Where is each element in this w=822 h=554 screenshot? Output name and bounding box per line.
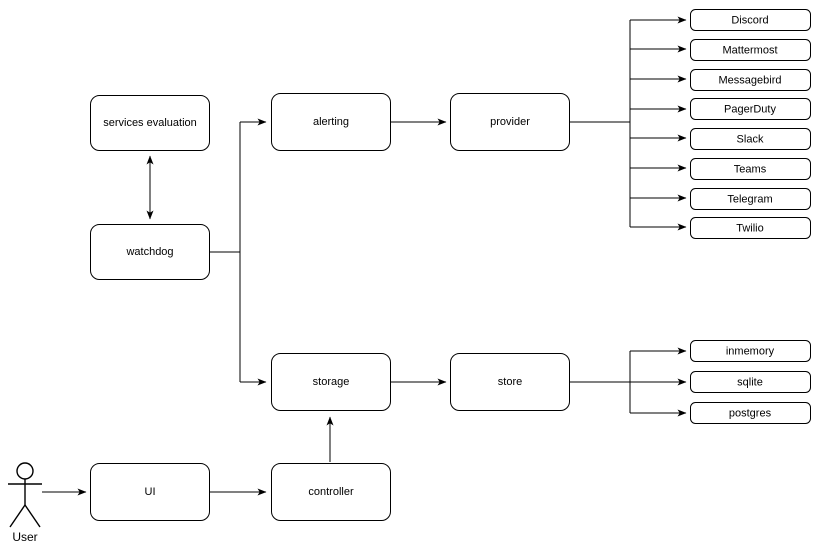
leaf-provider-twilio-label: Twilio: [736, 222, 764, 234]
leaf-store-sqlite-label: sqlite: [737, 376, 763, 388]
leaf-provider-pagerduty-label: PagerDuty: [724, 103, 776, 115]
leaf-provider-slack-box: [690, 128, 811, 150]
node-controller-box: [271, 463, 391, 521]
edge-group-store-targets: [630, 347, 687, 417]
leaf-store-inmemory-box: [690, 340, 811, 362]
leaf-provider-mattermost-label: Mattermost: [722, 44, 777, 56]
node-storage-label: storage: [313, 376, 350, 388]
leaf-store-inmemory-label: inmemory: [726, 345, 775, 357]
actor-leg-right-icon: [24, 504, 41, 528]
node-services-evaluation[interactable]: services evaluation: [90, 95, 210, 151]
actor-head-icon: [16, 462, 34, 480]
node-controller[interactable]: controller: [271, 463, 391, 521]
node-provider-box: [450, 93, 570, 151]
leaf-store-postgres[interactable]: postgres: [690, 402, 811, 424]
leaf-provider-teams-label: Teams: [734, 163, 767, 175]
leaf-provider-mattermost[interactable]: Mattermost: [690, 39, 811, 61]
node-store-box: [450, 353, 570, 411]
edge-group-provider-targets: [630, 16, 687, 231]
leaf-store-inmemory[interactable]: inmemory: [690, 340, 811, 362]
node-services-evaluation-box: [90, 95, 210, 151]
leaf-provider-telegram[interactable]: Telegram: [690, 188, 811, 210]
node-storage[interactable]: storage: [271, 353, 391, 411]
node-provider[interactable]: provider: [450, 93, 570, 151]
leaf-provider-twilio-box: [690, 217, 811, 239]
node-alerting-label: alerting: [313, 116, 349, 128]
group-store-targets: inmemory sqlite postgres: [690, 340, 811, 424]
leaf-provider-messagebird[interactable]: Messagebird: [690, 69, 811, 91]
actor-user-label: User: [12, 530, 37, 544]
actor-user[interactable]: User: [8, 462, 42, 544]
node-ui-box: [90, 463, 210, 521]
leaf-provider-messagebird-label: Messagebird: [719, 74, 782, 86]
leaf-provider-teams[interactable]: Teams: [690, 158, 811, 180]
group-provider-targets: Discord Mattermost Messagebird PagerDuty…: [690, 9, 811, 239]
node-services-evaluation-label: services evaluation: [103, 117, 197, 129]
leaf-provider-telegram-box: [690, 188, 811, 210]
leaf-provider-discord-label: Discord: [731, 14, 768, 26]
leaf-provider-teams-box: [690, 158, 811, 180]
node-store[interactable]: store: [450, 353, 570, 411]
node-store-label: store: [498, 376, 522, 388]
leaf-provider-slack[interactable]: Slack: [690, 128, 811, 150]
node-controller-label: controller: [308, 486, 354, 498]
leaf-provider-pagerduty-box: [690, 98, 811, 120]
leaf-provider-discord-box: [690, 9, 811, 31]
leaf-provider-slack-label: Slack: [737, 133, 764, 145]
leaf-store-sqlite[interactable]: sqlite: [690, 371, 811, 393]
node-ui-label: UI: [145, 486, 156, 498]
actor-leg-left-icon: [9, 504, 26, 528]
leaf-provider-twilio[interactable]: Twilio: [690, 217, 811, 239]
node-storage-box: [271, 353, 391, 411]
leaf-store-sqlite-box: [690, 371, 811, 393]
node-watchdog[interactable]: watchdog: [90, 224, 210, 280]
leaf-store-postgres-label: postgres: [729, 407, 772, 419]
node-alerting[interactable]: alerting: [271, 93, 391, 151]
node-ui[interactable]: UI: [90, 463, 210, 521]
leaf-provider-pagerduty[interactable]: PagerDuty: [690, 98, 811, 120]
leaf-store-postgres-box: [690, 402, 811, 424]
leaf-provider-mattermost-box: [690, 39, 811, 61]
node-watchdog-box: [90, 224, 210, 280]
node-alerting-box: [271, 93, 391, 151]
node-watchdog-label: watchdog: [125, 246, 173, 258]
node-provider-label: provider: [490, 116, 530, 128]
leaf-provider-messagebird-box: [690, 69, 811, 91]
leaf-provider-telegram-label: Telegram: [727, 193, 772, 205]
leaf-provider-discord[interactable]: Discord: [690, 9, 811, 31]
